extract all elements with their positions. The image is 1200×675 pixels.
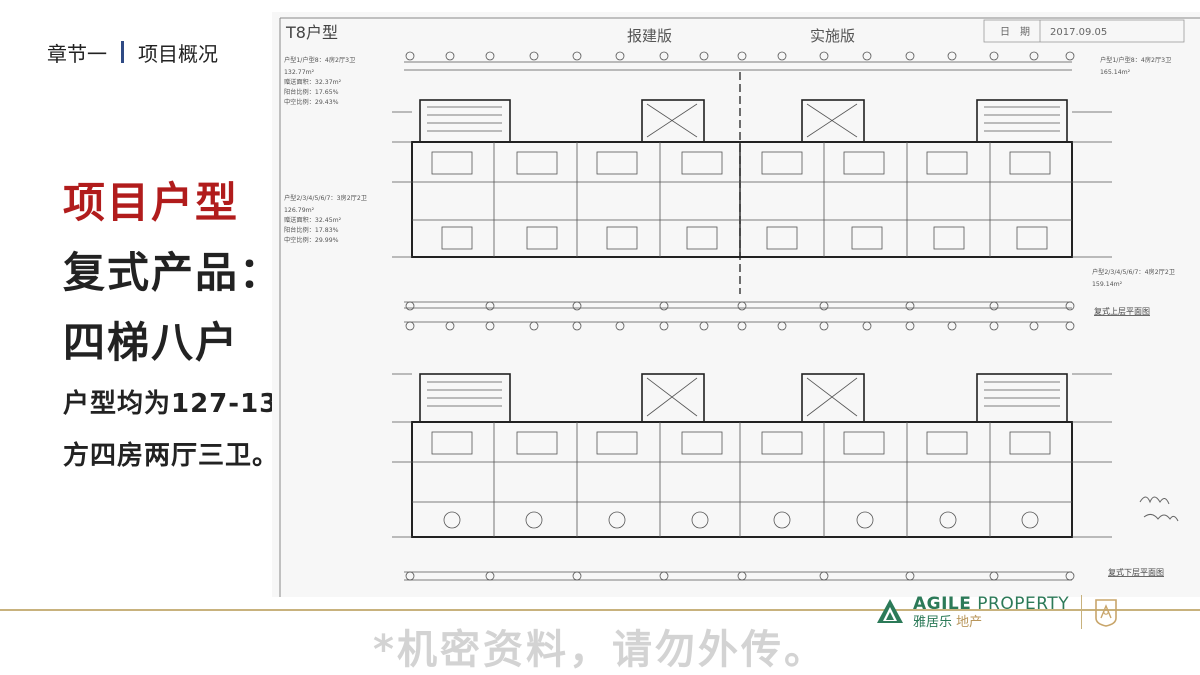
logo-divider [1081,595,1083,629]
crest-icon [1095,599,1117,627]
product-type: 复式产品： [63,248,284,297]
footer-rule [0,609,1200,611]
logo-en-bold: AGILE [913,593,972,614]
note-ml-4: 中空比例：29.99% [284,236,339,244]
note-mr-1: 159.14m² [1092,281,1123,288]
note-tl-4: 中空比例：29.43% [284,98,339,106]
label-submitted: 报建版 [627,27,672,45]
logo-cn-sub: 地产 [956,614,983,630]
note-ml-0: 户型2/3/4/5/6/7：3房2厅2卫 [284,194,367,202]
note-tl-0: 户型1/户型8：4房2厅3卫 [284,56,355,64]
label-construction: 实施版 [810,27,855,45]
note-ml-3: 阳台比例：17.83% [284,226,339,234]
page-heading: 项目户型 [63,178,240,227]
drawing-title: T8户型 [285,23,338,42]
header-divider [121,41,124,63]
date-value: 2017.09.05 [1050,27,1107,38]
floor-plan-drawing: T8户型 报建版 实施版 日 期 2017.09.05 户型1/户型8：4房2厅… [272,12,1200,597]
logo-cn-main: 雅居乐 [913,614,953,630]
note-ml-2: 赠送面积：32.45m² [284,216,342,224]
section-label: 章节一 [47,41,107,66]
leaf-logo-icon [877,599,903,623]
note-mr-0: 户型2/3/4/5/6/7：4房2厅2卫 [1092,268,1175,276]
unit-rooms: 方四房两厅三卫。 [63,441,280,471]
note-ml-1: 126.79m² [284,207,315,214]
note-tl-2: 赠送面积：32.37m² [284,78,342,86]
date-label: 日 期 [1000,26,1030,38]
company-logo: AGILE PROPERTY 雅居乐 地产 [873,592,1173,632]
summary-text: 项目户型 复式产品： 四梯八户 户型均为127-132 方四房两厅三卫。 [63,168,323,482]
note-tl-1: 132.77m² [284,69,315,76]
confidential-notice: *机密资料，请勿外传。 [373,627,827,673]
note-tr-0: 户型1/户型8：4房2厅3卫 [1100,56,1171,64]
lower-plan-caption: 复式下层平面图 [1108,567,1164,577]
chapter-header: 章节一 项目概况 [47,36,218,68]
section-title: 项目概况 [138,41,218,66]
note-tr-1: 165.14m² [1100,69,1131,76]
upper-plan-caption: 复式上层平面图 [1094,306,1150,316]
unit-size: 户型均为127-132 [63,389,298,419]
unit-layout: 四梯八户 [63,318,240,367]
logo-en-rest: PROPERTY [971,593,1070,614]
note-tl-3: 阳台比例：17.65% [284,88,339,96]
